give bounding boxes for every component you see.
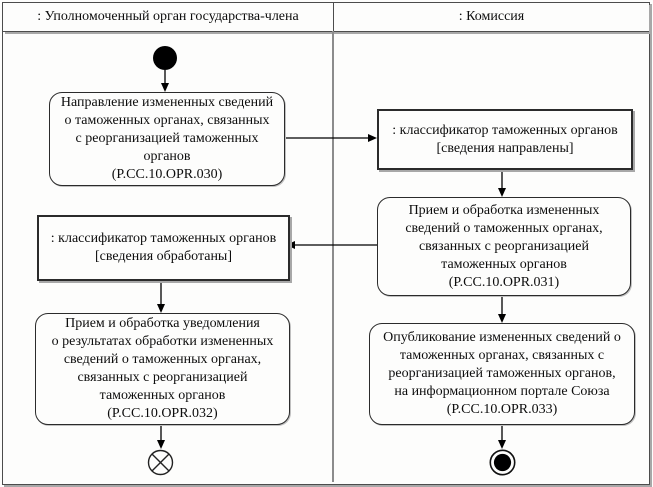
initial-node-icon — [153, 46, 177, 70]
action-node-opr032: Прием и обработка уведомления о результа… — [35, 313, 290, 425]
object-node-classifier-sent-label: : классификатор таможенных органов [свед… — [392, 122, 618, 156]
object-node-classifier-processed-label: : классификатор таможенных органов [свед… — [50, 231, 277, 264]
swimlane-header-row: : Уполномоченный орган государства-члена… — [3, 3, 649, 32]
object-node-classifier-sent: : классификатор таможенных органов [свед… — [377, 109, 633, 170]
object-node-classifier-processed: : классификатор таможенных органов [свед… — [37, 215, 290, 281]
action-node-opr033: Опубликование измененных сведений о тамо… — [369, 323, 635, 425]
action-node-opr033-label: Опубликование измененных сведений о тамо… — [383, 330, 621, 417]
lane-divider — [332, 31, 334, 482]
activity-final-icon — [489, 449, 516, 476]
action-node-opr032-label: Прием и обработка уведомления о результа… — [51, 316, 274, 421]
lane-header-member-state-body: : Уполномоченный орган государства-члена — [3, 3, 334, 31]
lane-header-commission: : Комиссия — [458, 9, 525, 24]
flow-final-icon — [147, 449, 174, 476]
action-node-opr031-label: Прием и обработка измененных сведений о … — [405, 202, 603, 290]
action-node-opr030: Направление измененных сведений о таможе… — [49, 92, 285, 186]
action-node-opr031: Прием и обработка измененных сведений о … — [377, 197, 631, 296]
action-node-opr030-label: Направление измененных сведений о таможе… — [60, 95, 274, 182]
